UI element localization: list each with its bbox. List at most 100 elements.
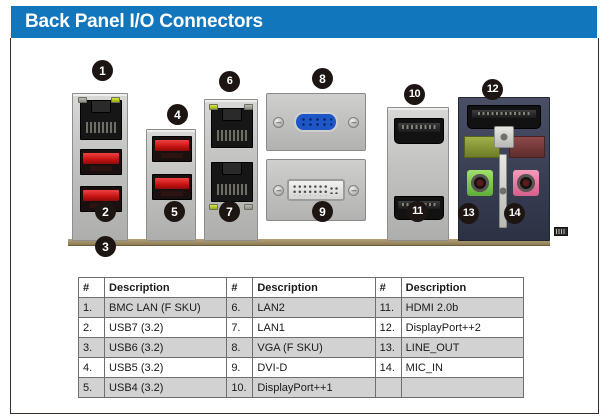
cell-desc: USB7 (3.2) [104,317,228,338]
dp-teeth-icon [478,111,530,116]
vga-connector-body [266,93,366,151]
usb-slot-icon [161,191,183,196]
callout-4: 4 [167,104,188,125]
rj45-latch-icon [222,109,242,121]
rj45-pins-icon [216,129,248,141]
cell-num: 5. [77,377,106,398]
callout-2: 2 [95,201,116,222]
motherboard-pcb-edge [68,239,550,246]
cell-desc [400,377,525,398]
displayport-hdmi-shield [387,107,449,241]
cell-desc: USB4 (3.2) [104,377,228,398]
callout-12: 12 [482,79,503,100]
jack-hole-icon [476,179,484,187]
line-out-jack [467,170,493,196]
cell-desc: DisplayPort++1 [252,377,376,398]
callout-10: 10 [404,84,425,105]
callout-11: 11 [407,201,428,222]
callout-9: 9 [312,201,333,222]
audio-shield-clip-icon [494,126,514,148]
cell-num: 3. [77,337,106,358]
cell-desc: LAN1 [252,317,376,338]
vga-screwpost-right-icon [348,117,359,128]
lan1-led-left-icon [209,204,218,210]
usb-tongue-icon [154,178,190,190]
cell-desc: HDMI 2.0b [400,297,525,318]
col-header-desc-1: Description [104,277,228,298]
table-row: 1. BMC LAN (F SKU) 6. LAN2 11. HDMI 2.0b [77,297,525,318]
lan2-led-right-icon [244,104,253,110]
rj45-latch-icon [222,163,242,175]
callout-6: 6 [219,71,240,92]
table-row: 2. USB7 (3.2) 7. LAN1 12. DisplayPort++2 [77,317,525,338]
col-header-desc-3: Description [400,277,525,298]
cell-desc: USB6 (3.2) [104,337,228,358]
usb5-port [152,136,192,162]
page-border-right [598,38,599,414]
cell-num: 11. [374,297,402,318]
callout-7: 7 [219,201,240,222]
dvi-screwpost-right-icon [348,185,359,196]
usb-slot-icon [161,153,183,158]
back-panel-io-diagram: 1 6 8 10 12 4 2 5 7 9 11 13 14 3 [60,55,568,260]
rj45-pins-icon [216,183,248,195]
cell-num: 7. [226,317,254,338]
vga-pinholes-icon [300,117,332,127]
table-header-row: # Description # Description # Descriptio… [77,277,525,298]
table-row: 4. USB5 (3.2) 9. DVI-D 14. MIC_IN [77,357,525,378]
table-row: 5. USB4 (3.2) 10. DisplayPort++1 [77,377,525,398]
vga-port [294,112,338,132]
table-row: 3. USB6 (3.2) 8. VGA (F SKU) 13. LINE_OU… [77,337,525,358]
connector-legend-table-wrap: # Description # Description # Descriptio… [77,277,525,398]
cell-num: 12. [374,317,402,338]
usb-stack-shield [146,129,196,241]
usb-tongue-icon [83,153,119,165]
callout-1: 1 [92,60,113,81]
rj45-latch-icon [91,101,111,113]
dvi-pinholes-icon [292,184,328,196]
dvi-screwpost-left-icon [273,185,284,196]
audio-divider-post-icon [499,154,507,228]
callout-13: 13 [458,203,479,224]
jack-hole-icon [522,179,530,187]
cell-num: 10. [226,377,254,398]
cell-num: 14. [374,357,402,378]
cell-desc: USB5 (3.2) [104,357,228,378]
cell-num [374,377,402,398]
cell-num: 2. [77,317,106,338]
page-title: Back Panel I/O Connectors [25,11,263,32]
col-header-num-2: # [226,277,254,298]
rj45-pins-icon [85,121,117,133]
cell-num: 9. [226,357,254,378]
cell-num: 1. [77,297,106,318]
cell-desc: DisplayPort++2 [400,317,525,338]
dp-teeth-icon [401,125,437,130]
edge-connector-icon [554,227,568,236]
cell-desc: MIC_IN [400,357,525,378]
usb-slot-icon [89,166,113,171]
lan2-port [211,108,253,148]
displayport-1 [394,118,444,144]
page-border-bottom [10,413,599,414]
cell-num: 6. [226,297,254,318]
cell-desc: LINE_OUT [400,337,525,358]
callout-14: 14 [504,203,525,224]
cell-num: 13. [374,337,402,358]
usb-tongue-icon [154,140,190,152]
col-header-num-3: # [374,277,402,298]
dvid-port [287,179,345,201]
col-header-num-1: # [77,277,106,298]
cell-num: 8. [226,337,254,358]
vga-screwpost-left-icon [273,117,284,128]
bmc-lan-port [80,100,122,140]
dvi-flatblade-icon [329,186,339,194]
cell-desc: BMC LAN (F SKU) [104,297,228,318]
col-header-desc-2: Description [252,277,376,298]
callout-8: 8 [312,68,333,89]
cell-num: 4. [77,357,106,378]
mic-in-bracket [509,136,545,158]
lan2-led-left-icon [209,104,218,110]
section-header-bar: Back Panel I/O Connectors [11,6,597,38]
lan1-port [211,162,253,202]
